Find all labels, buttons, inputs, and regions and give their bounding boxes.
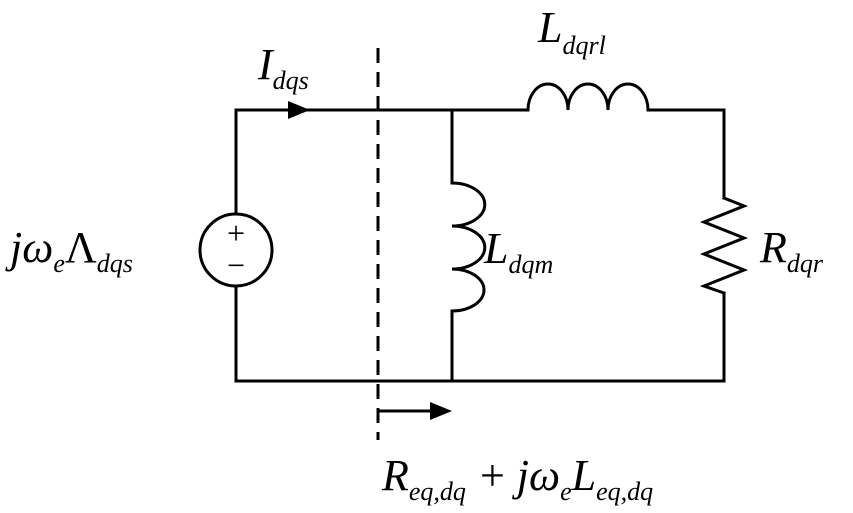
magnetizing-inductor bbox=[450, 181, 487, 313]
wires bbox=[234, 108, 726, 383]
top-right-wire bbox=[646, 108, 726, 200]
current-symbol: I bbox=[257, 40, 275, 89]
eq-l-symbol: L bbox=[571, 451, 596, 500]
magnetizing-inductor-symbol: L bbox=[483, 224, 508, 273]
source-omega-subscript: e bbox=[53, 249, 65, 278]
leakage-inductor bbox=[526, 82, 650, 112]
magnetizing-inductor-subscript: dqm bbox=[508, 250, 553, 279]
source-omega: ω bbox=[22, 223, 53, 272]
equivalent-impedance-label: Req,dq +jωeLeq,dq bbox=[381, 451, 653, 506]
source-j: j bbox=[5, 223, 22, 272]
source-lambda: Λ bbox=[65, 223, 97, 272]
rotor-resistor-subscript: dqr bbox=[787, 249, 824, 278]
eq-l-subscript: eq,dq bbox=[596, 477, 653, 506]
eq-plus: + bbox=[480, 451, 505, 500]
voltage-source: + − bbox=[198, 212, 274, 288]
impedance-arrow-line bbox=[376, 409, 434, 423]
rotor-resistor-label: Rdqr bbox=[759, 223, 824, 278]
eq-r-subscript: eq,dq bbox=[409, 477, 466, 506]
leakage-inductor-subscript: dqrl bbox=[562, 31, 605, 60]
impedance-arrow-head-icon bbox=[430, 402, 452, 420]
current-arrow-icon bbox=[288, 101, 310, 119]
eq-omega: ω bbox=[529, 451, 560, 500]
leakage-inductor-label: Ldqrl bbox=[537, 3, 606, 60]
rotor-resistor-symbol: R bbox=[759, 223, 787, 272]
left-wire-upper bbox=[234, 108, 530, 216]
eq-r-symbol: R bbox=[381, 451, 409, 500]
left-wire-lower bbox=[234, 284, 726, 383]
eq-omega-subscript: e bbox=[560, 477, 572, 506]
current-subscript: dqs bbox=[273, 66, 309, 95]
rotor-resistor bbox=[699, 196, 749, 295]
source-circle bbox=[198, 212, 274, 288]
eq-j: j bbox=[512, 451, 529, 500]
magnetizing-inductor-label: Ldqm bbox=[483, 224, 553, 279]
source-minus-sign: − bbox=[227, 247, 245, 283]
leakage-inductor-symbol: L bbox=[537, 3, 562, 52]
source-lambda-subscript: dqs bbox=[97, 249, 133, 278]
source-plus-sign: + bbox=[227, 215, 245, 251]
source-label: jωeΛdqs bbox=[5, 223, 133, 278]
impedance-arrow bbox=[376, 402, 452, 423]
current-label: Idqs bbox=[257, 40, 309, 95]
